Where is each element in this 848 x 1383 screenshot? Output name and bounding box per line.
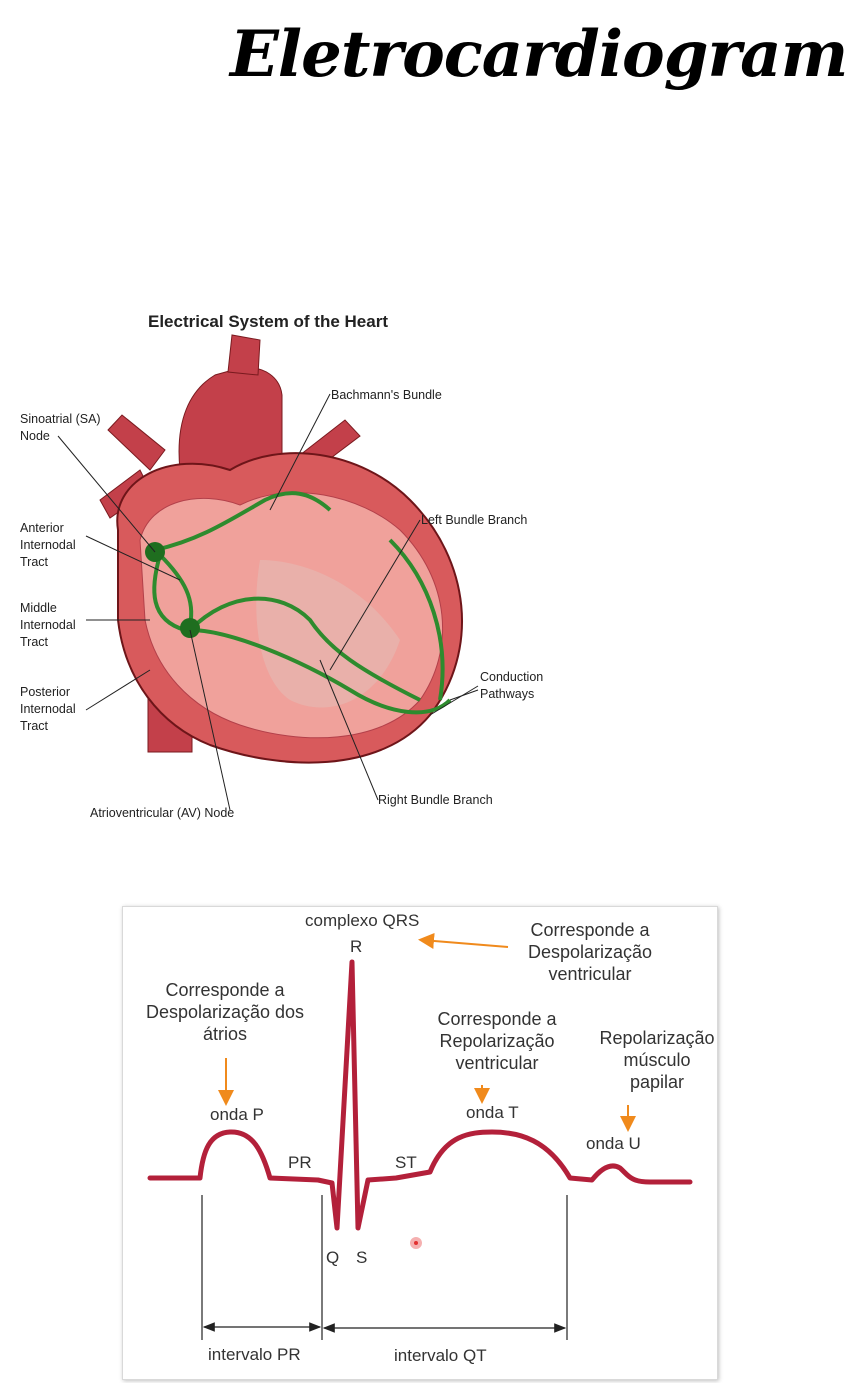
onda-p-label: onda P [210, 1105, 264, 1125]
onda-t-label: onda T [466, 1103, 519, 1123]
s-wave-label: S [356, 1248, 367, 1268]
interval-markers [202, 1195, 567, 1340]
intervalo-qt-label: intervalo QT [394, 1346, 487, 1366]
p-wave-description: Corresponde a Despolarização dos átrios [120, 979, 330, 1045]
t-wave-description: Corresponde a Repolarização ventricular [412, 1008, 582, 1074]
st-segment-label: ST [395, 1153, 417, 1173]
pr-segment-label: PR [288, 1153, 312, 1173]
q-wave-label: Q [326, 1248, 339, 1268]
intervalo-pr-label: intervalo PR [208, 1345, 301, 1365]
red-dot [412, 1239, 420, 1247]
r-wave-label: R [350, 937, 362, 957]
complexo-qrs-label: complexo QRS [305, 911, 419, 931]
qrs-description: Corresponde a Despolarização ventricular [505, 919, 675, 985]
u-wave-description: Repolarização músculo papilar [584, 1027, 730, 1093]
onda-u-label: onda U [586, 1134, 641, 1154]
